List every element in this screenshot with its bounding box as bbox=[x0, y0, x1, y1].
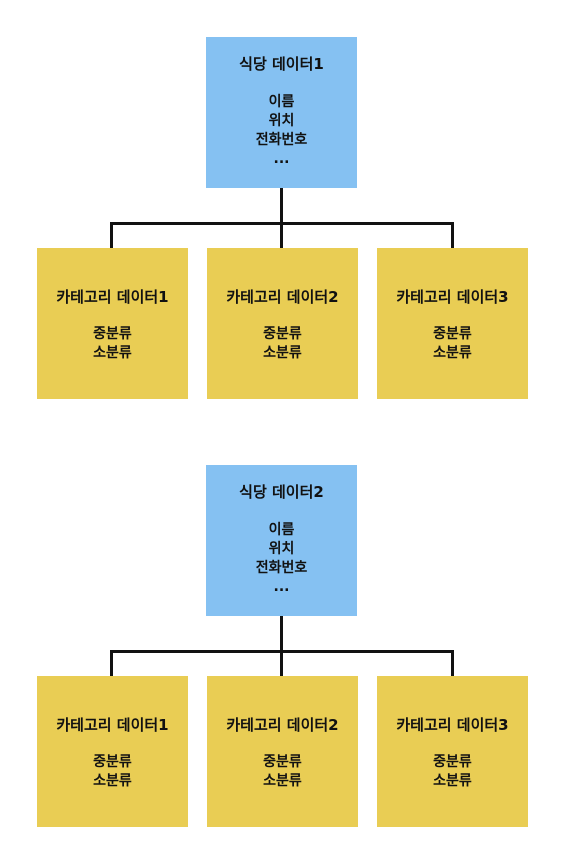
field-mid-category: 중분류 bbox=[263, 326, 302, 342]
connector-child-2 bbox=[280, 650, 283, 677]
connector-child-2 bbox=[280, 222, 283, 249]
category-node-title: 카테고리 데이터2 bbox=[226, 288, 339, 306]
category-node-2: 카테고리 데이터2 중분류 소분류 bbox=[207, 676, 358, 827]
diagram-group-1: 식당 데이터1 이름 위치 전화번호 ... 카테고리 데이터1 중분류 소분류… bbox=[0, 37, 564, 437]
category-node-title: 카테고리 데이터3 bbox=[396, 288, 509, 306]
field-phone: 전화번호 bbox=[255, 132, 308, 148]
field-mid-category: 중분류 bbox=[433, 326, 472, 342]
restaurant-node-title: 식당 데이터2 bbox=[239, 483, 324, 501]
connector-child-3 bbox=[451, 650, 454, 677]
field-location: 위치 bbox=[268, 113, 295, 129]
category-node-1: 카테고리 데이터1 중분류 소분류 bbox=[37, 248, 188, 399]
field-mid-category: 중분류 bbox=[93, 754, 132, 770]
connector-parent-stem bbox=[280, 188, 283, 223]
field-mid-category: 중분류 bbox=[433, 754, 472, 770]
category-node-title: 카테고리 데이터1 bbox=[56, 288, 169, 306]
diagram-group-2: 식당 데이터2 이름 위치 전화번호 ... 카테고리 데이터1 중분류 소분류… bbox=[0, 465, 564, 865]
category-node-fields: 중분류 소분류 bbox=[93, 325, 132, 363]
category-node-fields: 중분류 소분류 bbox=[263, 753, 302, 791]
field-sub-category: 소분류 bbox=[93, 773, 132, 789]
field-sub-category: 소분류 bbox=[433, 773, 472, 789]
field-mid-category: 중분류 bbox=[93, 326, 132, 342]
field-name: 이름 bbox=[268, 522, 295, 538]
restaurant-node-fields: 이름 위치 전화번호 ... bbox=[256, 521, 308, 597]
category-node-fields: 중분류 소분류 bbox=[263, 325, 302, 363]
connector-child-3 bbox=[451, 222, 454, 249]
connector-child-1 bbox=[110, 650, 113, 677]
restaurant-node-title: 식당 데이터1 bbox=[239, 55, 324, 73]
connector-child-1 bbox=[110, 222, 113, 249]
field-sub-category: 소분류 bbox=[263, 773, 302, 789]
category-node-fields: 중분류 소분류 bbox=[93, 753, 132, 791]
field-location: 위치 bbox=[268, 541, 295, 557]
category-node-title: 카테고리 데이터3 bbox=[396, 716, 509, 734]
category-node-fields: 중분류 소분류 bbox=[433, 325, 472, 363]
category-node-2: 카테고리 데이터2 중분류 소분류 bbox=[207, 248, 358, 399]
restaurant-node-fields: 이름 위치 전화번호 ... bbox=[256, 93, 308, 169]
restaurant-node-1: 식당 데이터1 이름 위치 전화번호 ... bbox=[206, 37, 357, 188]
field-sub-category: 소분류 bbox=[93, 345, 132, 361]
field-ellipsis: ... bbox=[273, 579, 290, 595]
field-sub-category: 소분류 bbox=[433, 345, 472, 361]
category-node-3: 카테고리 데이터3 중분류 소분류 bbox=[377, 676, 528, 827]
field-sub-category: 소분류 bbox=[263, 345, 302, 361]
category-node-1: 카테고리 데이터1 중분류 소분류 bbox=[37, 676, 188, 827]
field-name: 이름 bbox=[268, 94, 295, 110]
restaurant-node-2: 식당 데이터2 이름 위치 전화번호 ... bbox=[206, 465, 357, 616]
field-ellipsis: ... bbox=[273, 151, 290, 167]
category-node-title: 카테고리 데이터2 bbox=[226, 716, 339, 734]
field-mid-category: 중분류 bbox=[263, 754, 302, 770]
category-node-3: 카테고리 데이터3 중분류 소분류 bbox=[377, 248, 528, 399]
field-phone: 전화번호 bbox=[255, 560, 308, 576]
category-node-title: 카테고리 데이터1 bbox=[56, 716, 169, 734]
connector-parent-stem bbox=[280, 616, 283, 651]
category-node-fields: 중분류 소분류 bbox=[433, 753, 472, 791]
